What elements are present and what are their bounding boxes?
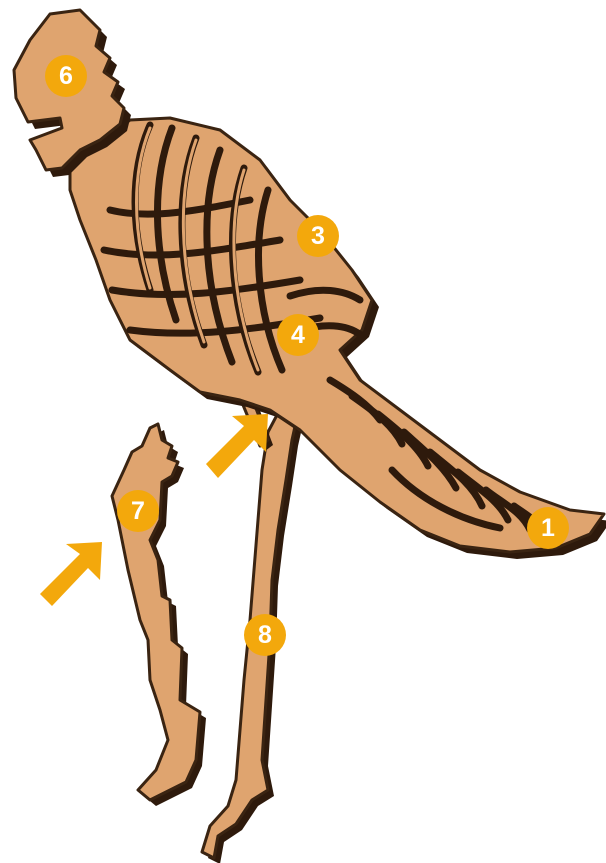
svg-text:7: 7 <box>131 497 145 525</box>
svg-text:4: 4 <box>291 321 305 349</box>
badge-6: 6 <box>45 55 87 97</box>
svg-text:8: 8 <box>258 621 272 649</box>
badge-7: 7 <box>117 490 159 532</box>
badge-3: 3 <box>297 215 339 257</box>
svg-text:6: 6 <box>59 62 73 90</box>
arrow-up-right-icon <box>40 542 102 606</box>
svg-text:1: 1 <box>541 514 555 542</box>
detached-leg-piece <box>112 424 206 806</box>
svg-text:3: 3 <box>311 222 325 250</box>
badge-4: 4 <box>277 314 319 356</box>
badge-8: 8 <box>244 614 286 656</box>
badge-1: 1 <box>527 507 569 549</box>
arrow-to-detached-leg <box>40 542 102 606</box>
